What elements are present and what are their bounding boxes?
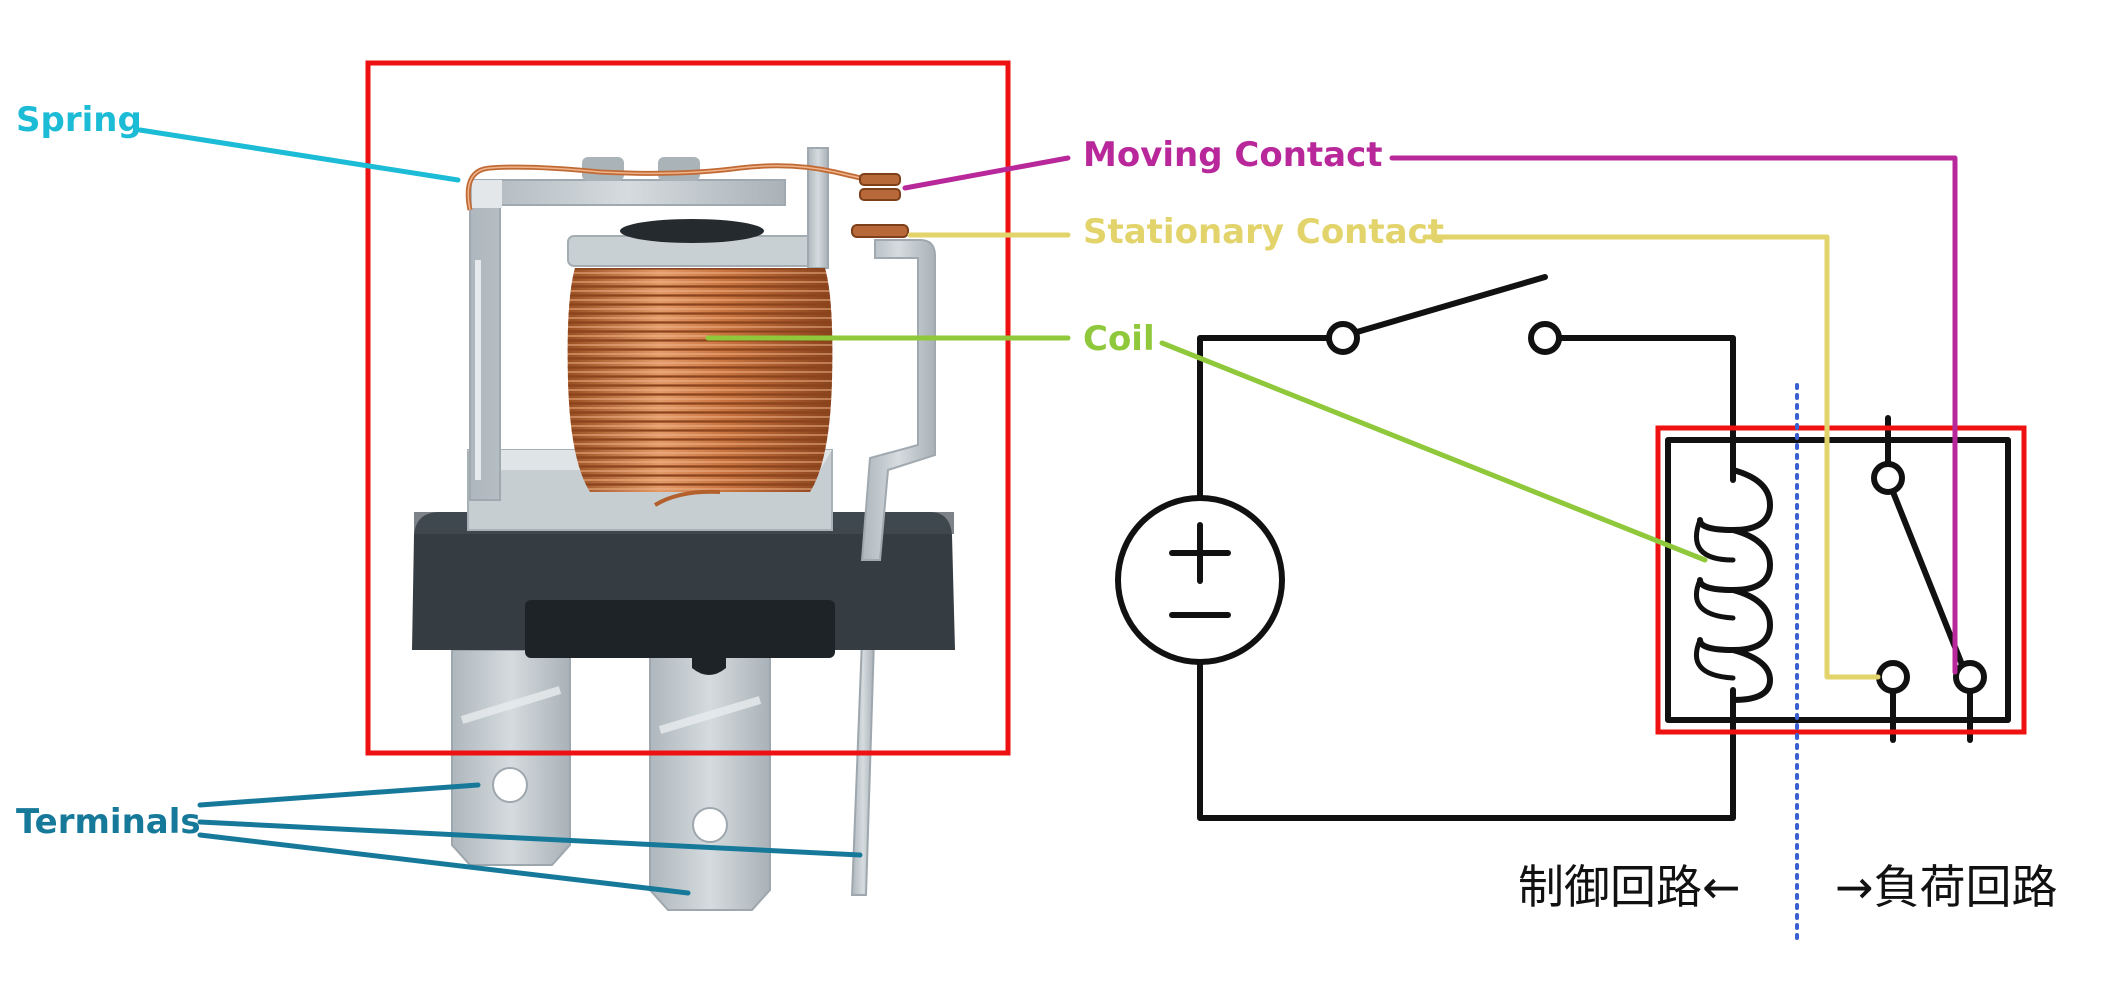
load-switch-pivot xyxy=(1871,461,1905,495)
circuit-schematic xyxy=(1115,274,2011,821)
control-wire-top-right xyxy=(1557,335,1736,483)
terminal-left xyxy=(451,649,571,866)
control-wire-top-left xyxy=(1197,335,1331,503)
control-circuit-label: 制御回路← xyxy=(1518,860,1741,914)
spring-leader xyxy=(137,127,461,183)
coil-winding xyxy=(567,268,833,507)
control-wire-bottom xyxy=(1197,662,1736,821)
switch-terminal-right xyxy=(1528,321,1562,355)
schematic-highlight-box xyxy=(1655,425,2027,735)
stationary-contact xyxy=(851,224,909,238)
terminal-middle xyxy=(649,649,771,911)
load-circuit-label: →負荷回路 xyxy=(1835,860,2058,914)
stationary-bracket xyxy=(860,239,936,561)
coil-circuit-line xyxy=(1159,340,1708,563)
relay-symbol-box xyxy=(1665,437,2011,723)
relay-illustration xyxy=(412,147,955,911)
coil-symbol xyxy=(1697,467,1773,703)
spring-label: Spring xyxy=(16,100,142,140)
moving-contact-label: Moving Contact xyxy=(1083,135,1383,175)
load-switch-terminal-right xyxy=(1953,660,1987,694)
moving-contact xyxy=(859,173,901,201)
switch-terminal-left xyxy=(1326,321,1360,355)
coil-top-plate xyxy=(567,219,827,267)
moving-contact-leader xyxy=(902,155,1071,191)
armature xyxy=(807,147,829,269)
terminals-leader-2 xyxy=(197,819,863,858)
coil-label: Coil xyxy=(1083,319,1155,359)
terminals-leader-3 xyxy=(197,832,691,896)
leader-lines xyxy=(137,127,1958,896)
moving-contact-circuit-line xyxy=(1389,155,1958,675)
terminals-label: Terminals xyxy=(16,802,201,842)
relay-highlight-box xyxy=(365,60,1011,756)
stationary-contact-label: Stationary Contact xyxy=(1083,212,1444,252)
terminals-leader-1 xyxy=(197,782,481,808)
stationary-contact-circuit-line xyxy=(1422,234,1881,680)
switch-lever xyxy=(1354,274,1548,335)
load-switch-terminal-left xyxy=(1876,660,1910,694)
spring xyxy=(465,163,871,211)
